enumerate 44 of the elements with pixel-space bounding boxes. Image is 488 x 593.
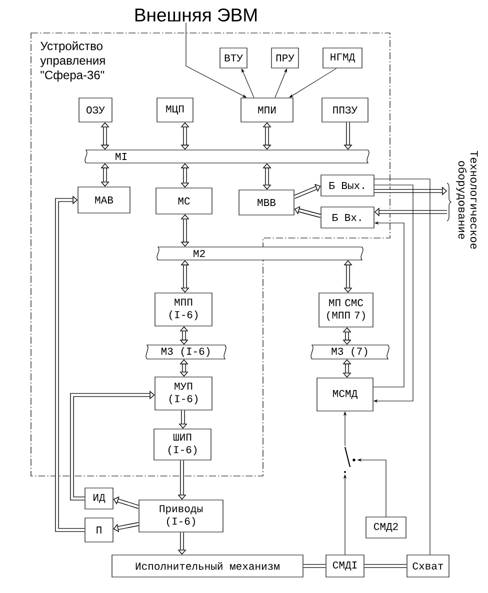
block-arrow — [294, 184, 321, 199]
module-box: ШИП (I-6) — [154, 428, 212, 460]
module-box: ИД — [84, 488, 114, 510]
block-arrow — [55, 196, 85, 532]
bus-band: МI — [84, 150, 370, 164]
double-line — [364, 564, 407, 568]
module-box: МС — [156, 188, 212, 214]
arrow — [289, 68, 337, 98]
block-arrow — [294, 206, 322, 218]
module-box: ППЗУ — [322, 98, 368, 122]
module-box: СМД2 — [366, 516, 406, 538]
module-box: ОЗУ — [78, 98, 112, 122]
module-box: Б Вых. — [320, 174, 374, 196]
module-box: МУП (I-6) — [154, 376, 212, 410]
module-box: МЦП — [156, 98, 194, 122]
module-box: П — [84, 518, 114, 542]
block-arrow — [180, 359, 188, 377]
module-box: СМДI — [326, 554, 364, 578]
block-arrow — [342, 327, 352, 345]
module-box: Схват — [406, 554, 450, 578]
module-box: МАВ — [78, 186, 130, 214]
module-box: МВВ — [238, 190, 294, 216]
module-box: ВТУ — [220, 48, 248, 68]
block-arrow — [344, 260, 352, 293]
vertical-label: Технологическое оборудование — [456, 150, 478, 249]
module-box: МСМД — [316, 378, 374, 412]
module-box: НГМД — [322, 48, 362, 68]
block-arrow — [180, 326, 188, 345]
block-arrow — [342, 359, 352, 378]
block-arrow — [180, 260, 190, 293]
module-box: МПИ — [240, 98, 294, 122]
module-box: МП СМС (МПП 7) — [318, 292, 374, 328]
module-box: МПП (I-6) — [154, 292, 212, 326]
module-box: Б Вх. — [320, 206, 374, 228]
module-box: Приводы (I-6) — [138, 500, 224, 532]
block-arrow — [113, 522, 140, 532]
module-box: ПРУ — [271, 48, 299, 68]
bus-band: М3 (7) — [310, 344, 390, 360]
bus-band: М3 (I-6) — [146, 344, 226, 360]
connector-line — [374, 178, 430, 555]
endpoint-label: Внешняя ЭВМ — [135, 8, 257, 22]
module-box: Исполнительный механизм — [112, 554, 304, 578]
double-line — [303, 564, 326, 568]
switch-symbol — [344, 446, 356, 473]
